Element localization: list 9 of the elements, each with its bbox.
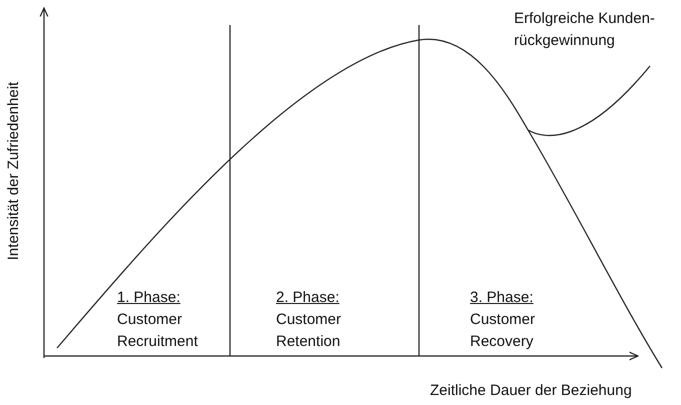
axis-title: Zeitliche Dauer der Beziehung (430, 381, 632, 401)
axis-title: Intensität der Zufriedenheit (4, 80, 23, 262)
annotation-text: Erfolgreiche Kunden-rückgewinnung (514, 9, 656, 51)
phase-text: Customer Retention (276, 310, 342, 352)
phase-text: Customer Recruitment (117, 310, 199, 352)
phase-heading: 3. Phase: (470, 288, 534, 308)
phase-heading: 2. Phase: (276, 288, 340, 308)
phase-heading: 1. Phase: (117, 288, 180, 308)
phase-text: Customer Recovery (470, 310, 536, 352)
